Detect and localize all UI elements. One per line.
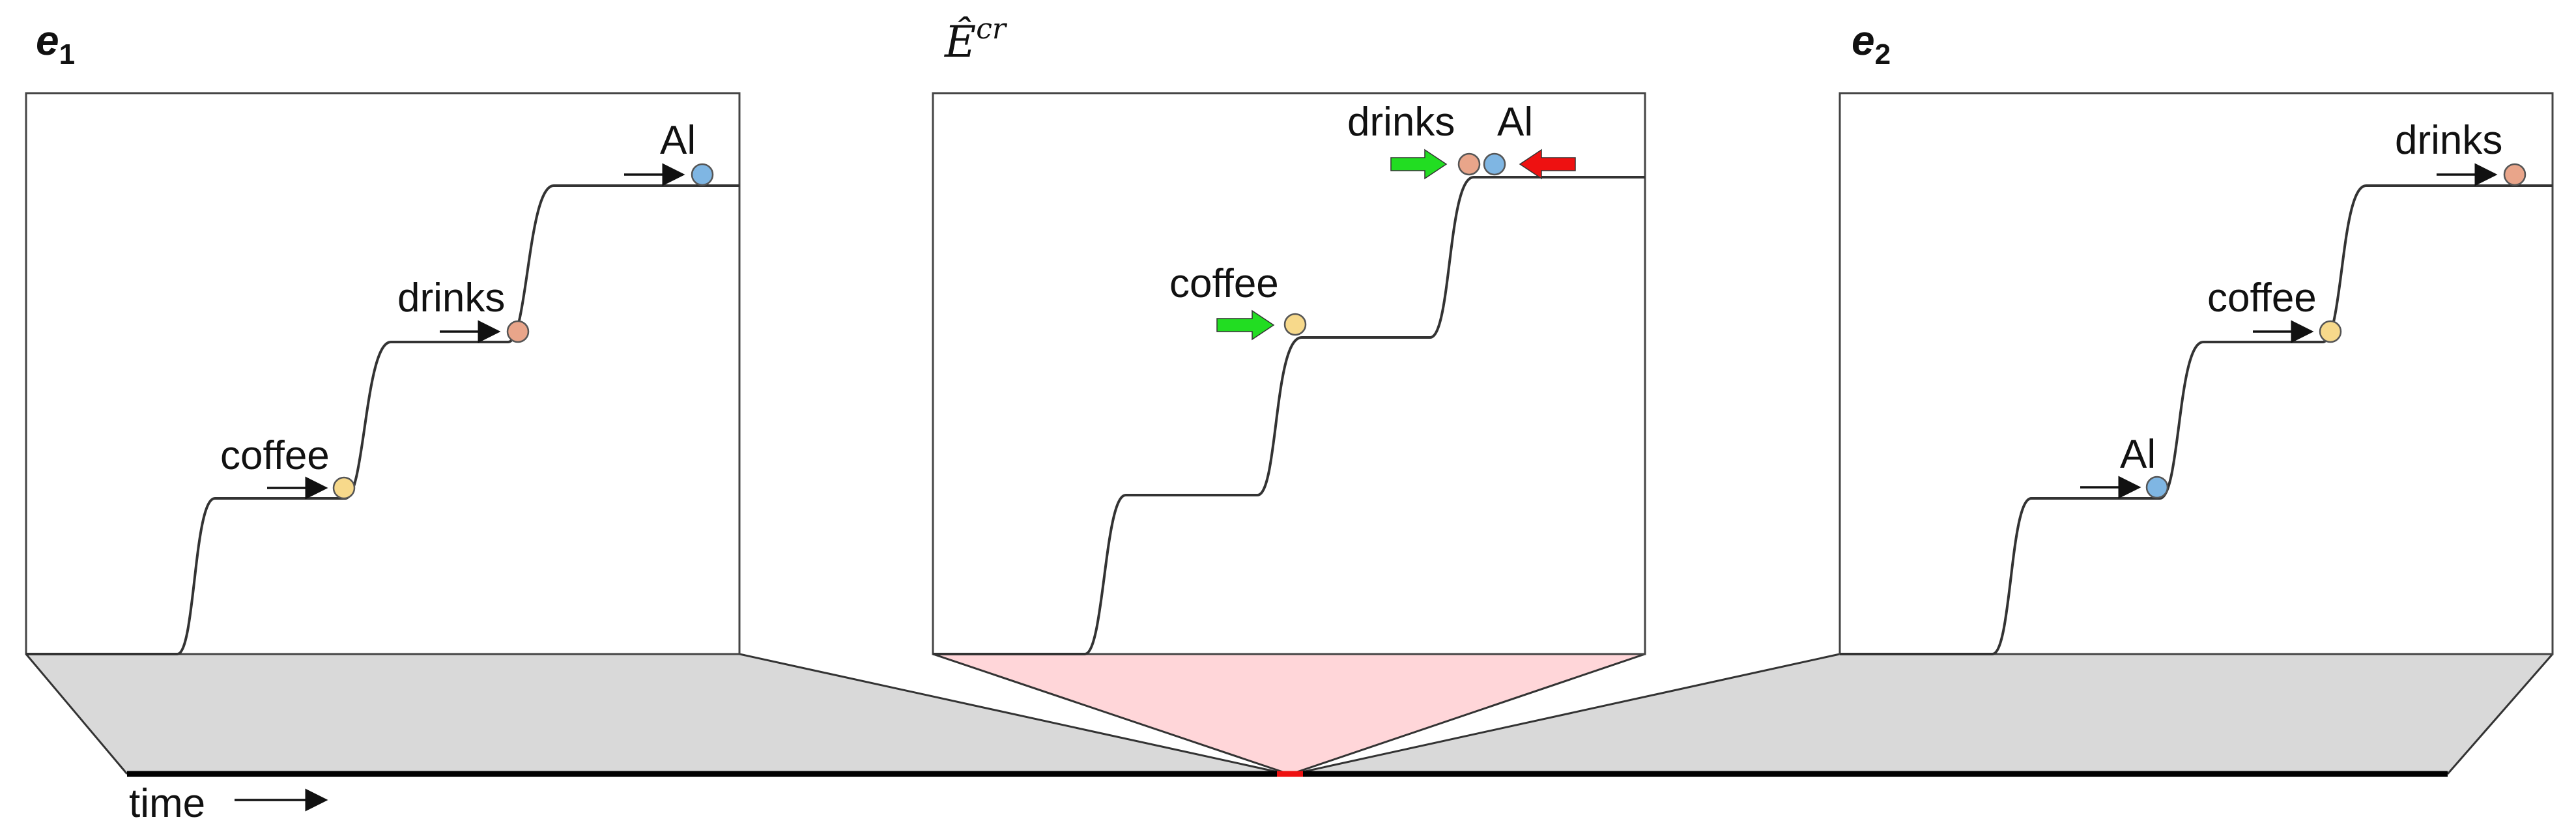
panel-ecr-staircase-curve	[933, 176, 1645, 655]
panel-ecr-frame	[932, 92, 1646, 655]
panel-ecr-title: Êcr	[944, 12, 1008, 67]
e2-coffee-label: coffee	[2207, 276, 2317, 321]
panel-e1-staircase-curve	[26, 184, 739, 655]
panel-e1-frame	[25, 92, 741, 655]
ecr-coffee-green-arrow	[1216, 309, 1275, 341]
panel-e2-staircase-curve	[1840, 184, 2553, 655]
e1-coffee-ball	[332, 476, 356, 500]
e1-al-label: Al	[660, 118, 696, 163]
ecr-drinks-green-arrow	[1390, 149, 1448, 180]
ecr-coffee-ball	[1283, 313, 1307, 336]
center-timeline-fan	[933, 654, 1645, 774]
e1-al-ball	[691, 163, 714, 186]
panel-ecr: Êcr coffee drinks Al	[932, 12, 1646, 655]
center-fan-left-edge	[932, 653, 1289, 775]
e2-al-ball	[2145, 476, 2169, 499]
e2-coffee-ball	[2319, 320, 2342, 343]
e2-drinks-ball	[2503, 163, 2526, 186]
ecr-al-red-arrow	[1519, 149, 1576, 180]
e2-drinks-label: drinks	[2395, 118, 2502, 163]
right-fan-edge	[1293, 653, 1840, 775]
e2-al-label: Al	[2120, 432, 2156, 477]
ecr-al-ball	[1483, 152, 1506, 176]
panel-e2-title: e2	[1852, 17, 1891, 70]
e1-drinks-ball	[506, 320, 530, 343]
ecr-al-label: Al	[1497, 100, 1533, 145]
left-fan-edge	[739, 653, 1287, 775]
right-timeline-fan	[1293, 654, 2553, 774]
right-fan-outer-edge	[2446, 653, 2554, 775]
ecr-drinks-ball	[1457, 152, 1481, 176]
panel-e2: e2 Al coffee drinks	[1839, 17, 2554, 655]
panel-e1: e1 coffee drinks Al	[25, 17, 741, 655]
ecr-drinks-label: drinks	[1347, 100, 1455, 145]
ecr-coffee-label: coffee	[1169, 261, 1279, 306]
e1-drinks-label: drinks	[397, 276, 505, 321]
panel-e1-title: e1	[36, 17, 75, 70]
timeline-label: time	[129, 781, 205, 826]
left-timeline-fan	[26, 654, 1287, 774]
e1-coffee-label: coffee	[220, 433, 330, 478]
center-fan-right-edge	[1291, 653, 1646, 775]
left-fan-outer-edge	[25, 653, 128, 775]
panel-e2-frame	[1839, 92, 2554, 655]
